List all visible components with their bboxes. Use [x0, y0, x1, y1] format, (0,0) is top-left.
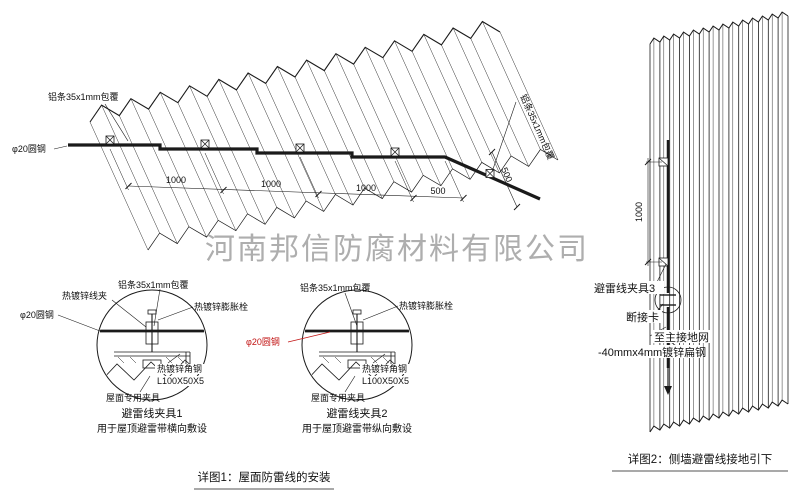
label-clamp: 热镀锌线夹 [62, 290, 107, 301]
label-bg [155, 376, 207, 386]
detail-circle-outline [96, 289, 208, 401]
label-roof-clamp: 屋面专用夹具 [106, 392, 160, 403]
wall-dim-1000: 1000 [634, 202, 644, 222]
wall-elevation-view: 1000 避雷线夹具3 断接卡 至主接地网 -40mmx4mm镀锌扁钢 [592, 11, 789, 433]
label-bg [360, 376, 412, 386]
watermark-text: 河南邦信防腐材料有限公司 [205, 233, 589, 266]
detail-1-leaders [57, 288, 194, 393]
corrugated-roof-sheet [89, 20, 559, 251]
leader-line [53, 145, 68, 150]
dim-1000-1: 1000 [166, 175, 186, 185]
label-roof-clamp: 屋面专用夹具 [311, 392, 365, 403]
label-al-strip-right: 铝条35x1mm包覆 [518, 92, 557, 161]
label-bg [592, 281, 664, 294]
detail-circle-outline [301, 289, 413, 401]
detail-2-title: 避雷线夹具2 [326, 406, 387, 420]
leader-line-red [287, 331, 331, 343]
label-al-strip: 铝条35x1mm包覆 [118, 279, 189, 290]
label-flat-steel: -40mmx4mm镀锌扁钢 [598, 345, 706, 359]
label-bg [596, 345, 702, 358]
label-anchor-bolt: 热镀锌膨胀栓 [194, 301, 248, 312]
label-clamp3: 避雷线夹具3 [594, 281, 655, 295]
caption-detail1: 详图1：屋面防雷线的安装 [194, 470, 334, 490]
label-to-ground: 至主接地网 [654, 331, 709, 344]
wall-dimension: 1000 [634, 158, 662, 266]
wall-conductor-clamps [658, 157, 669, 267]
lightning-wire [68, 143, 541, 201]
detail-circle-1: 热镀锌线夹 铝条35x1mm包覆 热镀锌膨胀栓 φ20圆钢 热镀锌角钢 L100… [20, 279, 248, 435]
caption-detail2-text: 详图2：侧墙避雷线接地引下 [628, 452, 772, 466]
label-round-steel: φ20圆钢 [12, 143, 46, 154]
label-angle-spec: L100X50X5 [157, 376, 204, 386]
detail-1-title: 避雷线夹具1 [121, 406, 182, 420]
detail-circle-2: 铝条35x1mm包覆 热镀锌膨胀栓 φ20圆钢 热镀锌角钢 L100X50X5 … [246, 282, 453, 435]
detail-1-labels: 热镀锌线夹 铝条35x1mm包覆 热镀锌膨胀栓 φ20圆钢 热镀锌角钢 L100… [20, 279, 248, 403]
label-al-strip-left: 铝条35x1mm包覆 [48, 91, 119, 102]
label-round-steel-red: φ20圆钢 [246, 336, 280, 347]
corrugated-wall-sheet [649, 11, 789, 433]
caption-detail2: 详图2：侧墙避雷线接地引下 [612, 452, 788, 472]
dim-1000-2: 1000 [261, 179, 281, 189]
label-al-strip: 铝条35x1mm包覆 [300, 282, 371, 293]
detail-1-subtitle: 用于屋顶避雷带横向敷设 [97, 422, 207, 435]
detail-2-leaders [287, 292, 399, 393]
dimension-lines [109, 148, 521, 211]
label-bg [624, 310, 662, 323]
break-card-circle [654, 286, 682, 314]
label-angle-steel: 热镀锌角钢 [157, 363, 202, 374]
label-anchor-bolt: 热镀锌膨胀栓 [399, 300, 453, 311]
label-angle-spec: L100X50X5 [362, 376, 409, 386]
detail-2-labels: 铝条35x1mm包覆 热镀锌膨胀栓 φ20圆钢 热镀锌角钢 L100X50X5 … [246, 282, 453, 403]
label-bg [652, 330, 712, 343]
label-round-steel: φ20圆钢 [20, 309, 54, 320]
wall-labels: 避雷线夹具3 断接卡 至主接地网 -40mmx4mm镀锌扁钢 [592, 263, 712, 359]
caption-detail1-text: 详图1：屋面防雷线的安装 [198, 470, 331, 484]
leader-line [491, 101, 517, 173]
down-arrow-icon [664, 386, 672, 395]
roof-isometric-view: 1000 1000 1000 500 500 铝条35x1mm包覆 φ20圆钢 … [12, 20, 559, 251]
leader-line [104, 103, 129, 142]
detail-hatching [117, 356, 390, 364]
dim-500-1: 500 [430, 186, 445, 196]
label-bg [155, 364, 207, 374]
roof-labels: 铝条35x1mm包覆 φ20圆钢 铝条35x1mm包覆 [12, 91, 557, 173]
label-break-card: 断接卡 [626, 310, 659, 324]
label-bg [360, 364, 412, 374]
label-angle-steel: 热镀锌角钢 [362, 363, 407, 374]
detail-2-subtitle: 用于屋顶避雷带纵向敷设 [302, 422, 412, 435]
lightning-wire-clamps [105, 135, 495, 178]
dim-1000-3: 1000 [356, 183, 376, 193]
